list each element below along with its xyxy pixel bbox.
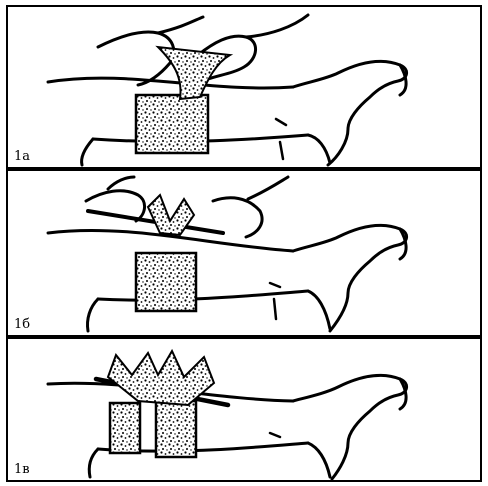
panel-label: 1б [14, 318, 30, 331]
step-3-illustration [8, 339, 482, 482]
bandage-knot-icon [108, 351, 214, 405]
step-2-illustration [8, 171, 482, 337]
bandage-icon [156, 401, 196, 457]
patient-hand-icon [293, 375, 407, 479]
panel-step-1: 1a [6, 5, 482, 169]
bandage-icon [136, 253, 196, 311]
patient-hand-icon [293, 225, 407, 331]
panel-label: 1в [14, 463, 30, 476]
arm-lower-edge-icon [98, 291, 308, 300]
arm-upper-edge-icon [48, 78, 293, 88]
step-1-illustration [8, 7, 482, 169]
bandage-twist-icon [158, 47, 230, 99]
bandage-icon [110, 403, 140, 453]
bandage-icon [136, 95, 208, 153]
panel-label: 1a [14, 150, 30, 163]
panel-step-3: 1в [6, 337, 482, 482]
patient-hand-icon [293, 61, 407, 165]
panel-step-2: 1б [6, 169, 482, 337]
